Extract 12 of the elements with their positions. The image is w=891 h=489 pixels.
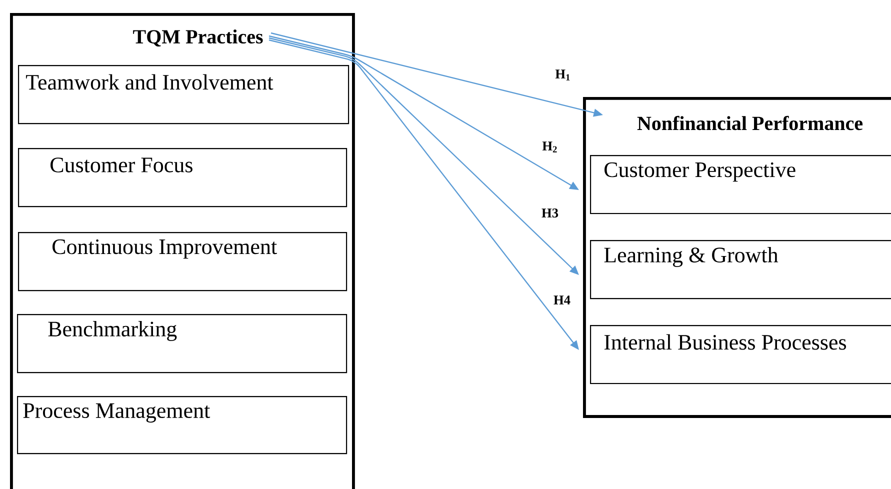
item-box: Teamwork and Involvement: [18, 65, 350, 124]
edge-label: H4: [554, 296, 570, 304]
item-box: Internal Business Processes: [590, 325, 891, 384]
item-box: Continuous Improvement: [18, 232, 348, 292]
edge-label: H3: [542, 208, 558, 218]
item-box: Benchmarking: [17, 314, 348, 374]
item-box: Learning & Growth: [590, 240, 891, 300]
item-box: Customer Focus: [18, 148, 348, 208]
item-box: Customer Perspective: [590, 155, 891, 214]
edge-label: H$_{2}$: [542, 142, 557, 152]
edge-label: H$_{1}$: [555, 70, 570, 80]
item-box: Process Management: [17, 396, 348, 454]
